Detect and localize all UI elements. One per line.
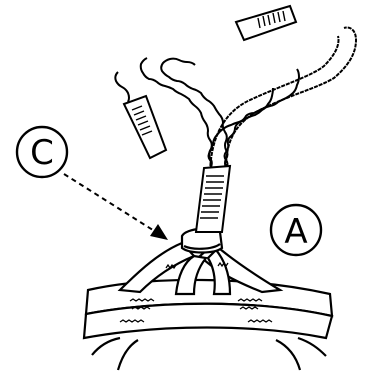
left-end-loop-tab <box>122 94 168 160</box>
harness-tie-in-straps <box>117 241 284 296</box>
belt-stitching <box>119 298 273 323</box>
harness-tie-in-loop <box>180 227 224 254</box>
tie-in-stitching <box>165 261 229 270</box>
right-end-loop-tab <box>234 4 298 42</box>
callout-arrow-c <box>63 173 168 240</box>
callout-c-label: C <box>30 133 54 173</box>
callout-a: A <box>269 203 323 257</box>
stitched-bartack-stem <box>194 164 232 233</box>
callout-a-label: A <box>284 212 307 252</box>
harness-leg-straps <box>91 336 327 371</box>
lanyard-right-arm <box>207 26 358 177</box>
callout-c: C <box>15 125 69 179</box>
